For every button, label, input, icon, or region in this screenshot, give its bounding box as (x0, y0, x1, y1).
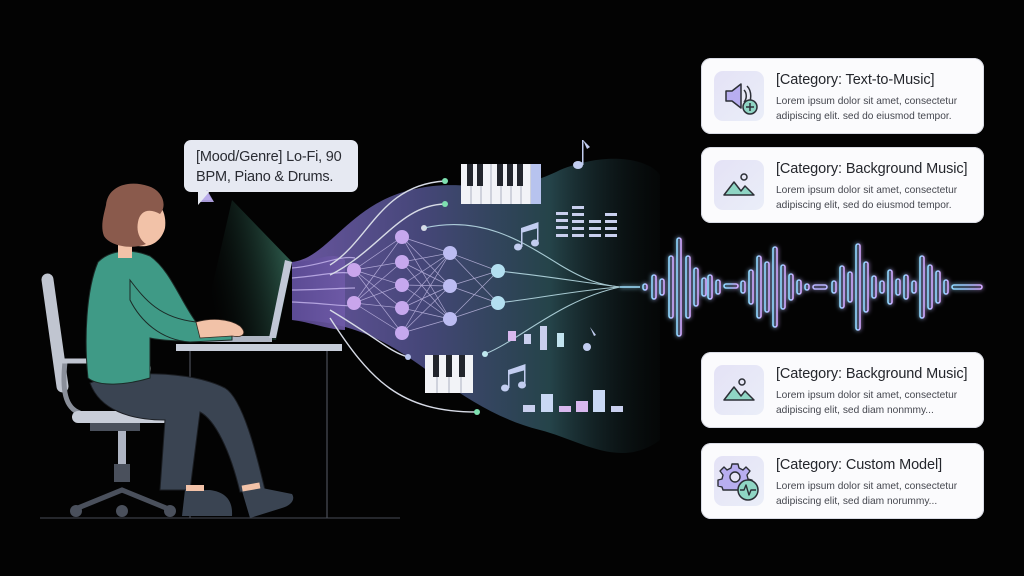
image-mountain-icon (714, 365, 764, 415)
card-description: Lorem ipsum dolor sit amet, consectetur … (776, 96, 958, 122)
neural-network-nodes (347, 230, 505, 340)
speaker-add-icon (714, 71, 764, 121)
card-description: Lorem ipsum dolor sit amet, consectetur … (776, 481, 958, 507)
bubble-tail (198, 191, 210, 205)
node-dot (442, 178, 448, 184)
bar-chart-icon (523, 390, 623, 412)
prompt-speech-bubble: [Mood/Genre] Lo-Fi, 90 BPM, Piano & Drum… (184, 140, 358, 205)
music-note-icon (501, 140, 596, 392)
neural-stream (291, 140, 660, 453)
image-mountain-icon (714, 160, 764, 210)
card-title: [Category: Background Music] (776, 366, 968, 382)
piano-keys-icon (425, 355, 473, 393)
category-card-custom-model[interactable]: [Category: Custom Model] Lorem ipsum dol… (701, 443, 984, 519)
bar-chart-icon (508, 326, 564, 350)
audio-waveform (620, 237, 983, 337)
piano-keys-icon (461, 164, 541, 204)
category-card-background-music[interactable]: [Category: Background Music] Lorem ipsum… (701, 147, 984, 223)
card-title: [Category: Background Music] (776, 161, 968, 177)
category-card-background-music-2[interactable]: [Category: Background Music] Lorem ipsum… (701, 352, 984, 428)
card-title: [Category: Text-to-Music] (776, 72, 935, 88)
card-description: Lorem ipsum dolor sit amet, consectetur … (776, 390, 958, 416)
card-title: [Category: Custom Model] (776, 457, 943, 473)
card-description: Lorem ipsum dolor sit amet, consectetur … (776, 185, 958, 211)
prompt-text-line-1: [Mood/Genre] Lo-Fi, 90 (196, 149, 342, 165)
person-at-desk (40, 183, 400, 519)
gear-pulse-icon (714, 456, 764, 506)
category-card-text-to-music[interactable]: [Category: Text-to-Music] Lorem ipsum do… (701, 58, 984, 134)
prompt-text-line-2: BPM, Piano & Drums. (196, 167, 348, 207)
equalizer-icon (556, 206, 617, 237)
